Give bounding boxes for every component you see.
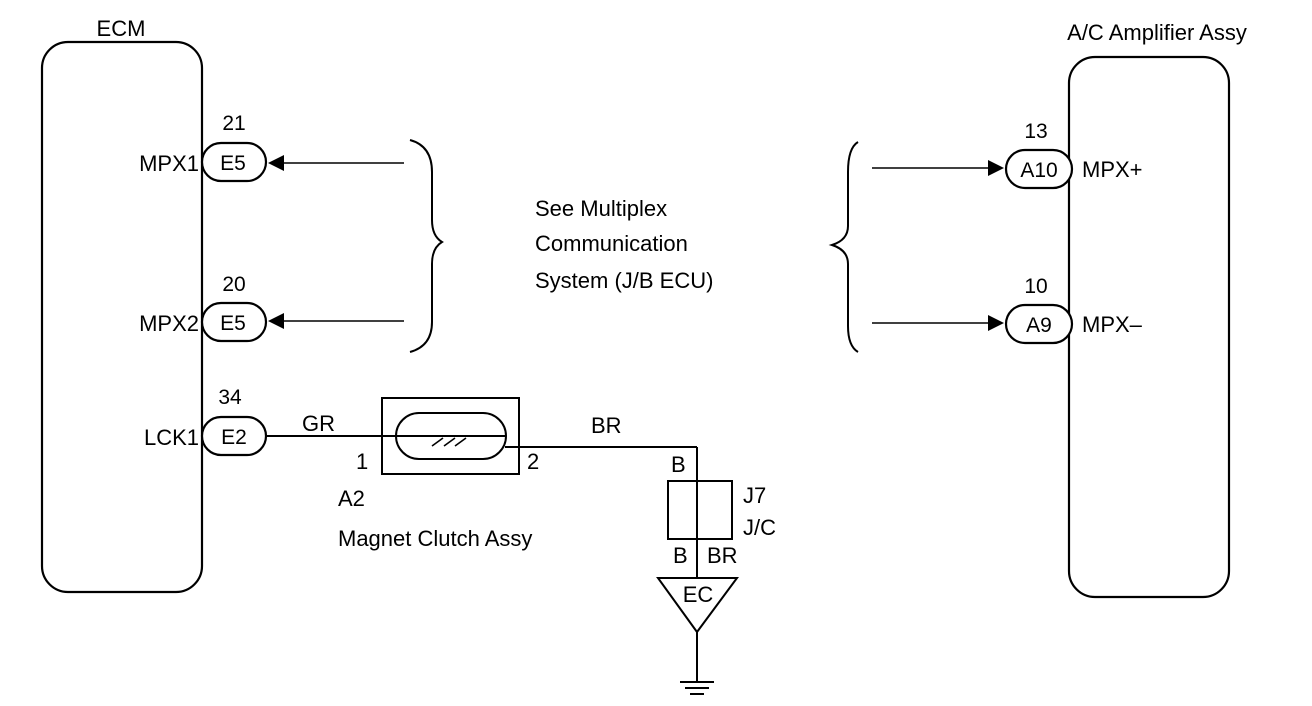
multiplex-note-line: Communication — [535, 231, 688, 256]
amp-signal-label: MPX– — [1082, 312, 1143, 337]
ecm-title: ECM — [97, 16, 146, 41]
ecm-signal-label: MPX2 — [139, 311, 199, 336]
multiplex-note-line: System (J/B ECU) — [535, 268, 713, 293]
magnet-clutch-symbol — [431, 437, 467, 447]
amp-connector — [1004, 148, 1074, 190]
multiplex-note-line: See Multiplex — [535, 196, 667, 221]
ecm-signal-label: MPX1 — [139, 151, 199, 176]
magnet-clutch-coil — [395, 412, 507, 460]
amp-connector-label: A10 — [1020, 159, 1057, 182]
ground-point-triangle — [656, 577, 739, 634]
junction-connector-box — [667, 480, 733, 540]
mpx-minus-arrowhead — [988, 315, 1004, 331]
clutch-pin-1: 1 — [356, 449, 368, 474]
amp-connector-label: A9 — [1026, 314, 1052, 337]
amp-connector — [1004, 303, 1074, 345]
ecm-connector-label: E5 — [220, 152, 246, 175]
ground-icon — [680, 681, 714, 695]
gr-wire-label: GR — [302, 411, 335, 436]
jc-in-wire-label: B — [671, 452, 686, 477]
amp-pin-number: 10 — [1024, 275, 1047, 298]
ecm-connector-label: E2 — [221, 426, 247, 449]
mpx2-arrowhead — [268, 313, 284, 329]
mpx-plus-arrowhead — [988, 160, 1004, 176]
ecm-pin-number: 20 — [222, 273, 245, 296]
ecm-connector — [200, 301, 268, 343]
clutch-pin-2: 2 — [527, 449, 539, 474]
magnet-clutch-code: A2 — [338, 486, 365, 511]
magnet-clutch-box — [381, 397, 520, 475]
magnet-clutch-name: Magnet Clutch Assy — [338, 526, 532, 551]
amp-signal-label: MPX+ — [1082, 157, 1143, 182]
left-brace — [409, 139, 444, 353]
amp-pin-number: 13 — [1024, 120, 1047, 143]
jc-out-left-label: B — [673, 543, 688, 568]
junction-type: J/C — [743, 515, 776, 540]
ecm-pin-number: 21 — [222, 112, 245, 135]
right-brace — [828, 141, 859, 353]
mpx1-arrowhead — [268, 155, 284, 171]
ecm-connector — [200, 141, 268, 183]
ac-amplifier-title: A/C Amplifier Assy — [1067, 20, 1247, 45]
junction-code: J7 — [743, 483, 766, 508]
jc-out-right-label: BR — [707, 543, 738, 568]
ecm-pin-number: 34 — [218, 386, 242, 409]
ground-point-code: EC — [683, 582, 714, 607]
br-wire-label: BR — [591, 413, 622, 438]
ecm-connector-label: E5 — [220, 312, 246, 335]
ecm-signal-label: LCK1 — [144, 425, 199, 450]
